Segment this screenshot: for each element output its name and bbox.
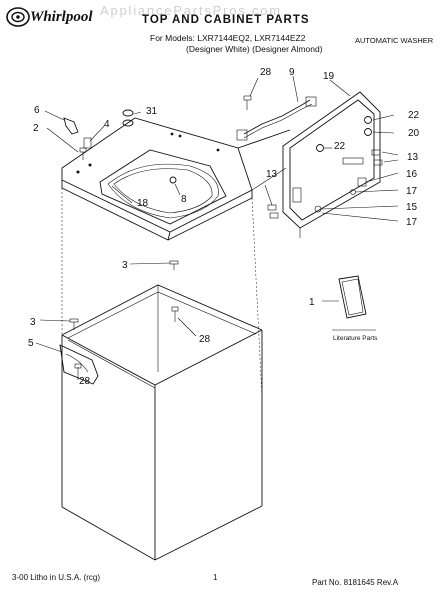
callout-22-mid: 22	[334, 141, 346, 152]
whirlpool-swirl-icon	[6, 7, 30, 27]
callout-17-upper: 17	[406, 186, 418, 197]
callout-28-panel: 28	[79, 376, 91, 387]
callout-3-lower: 3	[30, 317, 36, 328]
model-numbers: For Models: LXR7144EQ2, LXR7144EZ2	[150, 33, 306, 43]
callout-28-top: 28	[260, 67, 272, 78]
callout-5: 5	[28, 338, 34, 349]
callout-18: 18	[137, 198, 149, 209]
callout-13-right: 13	[407, 152, 419, 163]
model-colors: (Designer White) (Designer Almond)	[186, 44, 323, 54]
page-number: 1	[213, 573, 218, 582]
callout-8: 8	[181, 194, 187, 205]
callout-19: 19	[323, 71, 335, 82]
callout-17-lower: 17	[406, 217, 418, 228]
callout-13-left: 13	[266, 169, 278, 180]
hinge-bracket	[63, 117, 79, 135]
leader-lines	[35, 75, 399, 353]
footer-print-info: 3-00 Litho in U.S.A. (rcg)	[12, 573, 101, 582]
literature-label: Literature Parts	[333, 335, 378, 342]
callout-9: 9	[289, 67, 295, 78]
literature-booklet	[338, 275, 367, 319]
product-type: AUTOMATIC WASHER	[355, 36, 434, 45]
callout-6: 6	[34, 105, 40, 116]
wire-harness	[236, 96, 317, 141]
callout-numbers: 28 9 19 6 31 4 2 22 20 22 13 13 16 17 15…	[28, 67, 420, 387]
callout-28-cabinet: 28	[199, 334, 211, 345]
cap-31	[122, 109, 134, 127]
brand-name: Whirlpool	[30, 9, 93, 25]
callout-31: 31	[146, 106, 158, 117]
screw-28-top	[243, 95, 252, 110]
callout-22-top: 22	[408, 110, 420, 121]
screw-3-upper	[169, 260, 179, 270]
callout-2: 2	[33, 123, 39, 134]
clip	[83, 137, 92, 149]
washer-cabinet	[59, 284, 263, 561]
callout-20: 20	[408, 128, 420, 139]
rear-console-frame	[282, 91, 381, 238]
page-title: TOP AND CABINET PARTS	[142, 14, 310, 26]
callout-3-upper: 3	[122, 260, 128, 271]
washer-top-panel	[61, 117, 253, 241]
part-number: Part No. 8181645 Rev.A	[312, 578, 399, 587]
screws-13	[267, 149, 383, 219]
callout-16: 16	[406, 169, 418, 180]
callout-15: 15	[406, 202, 418, 213]
watermark: AppliancePartsPros.com	[100, 3, 282, 18]
screw-28-cabinet	[171, 306, 179, 322]
callout-1: 1	[309, 297, 315, 308]
screw-3-lower	[69, 318, 79, 330]
callout-4: 4	[104, 119, 110, 130]
screw-2	[79, 147, 87, 160]
